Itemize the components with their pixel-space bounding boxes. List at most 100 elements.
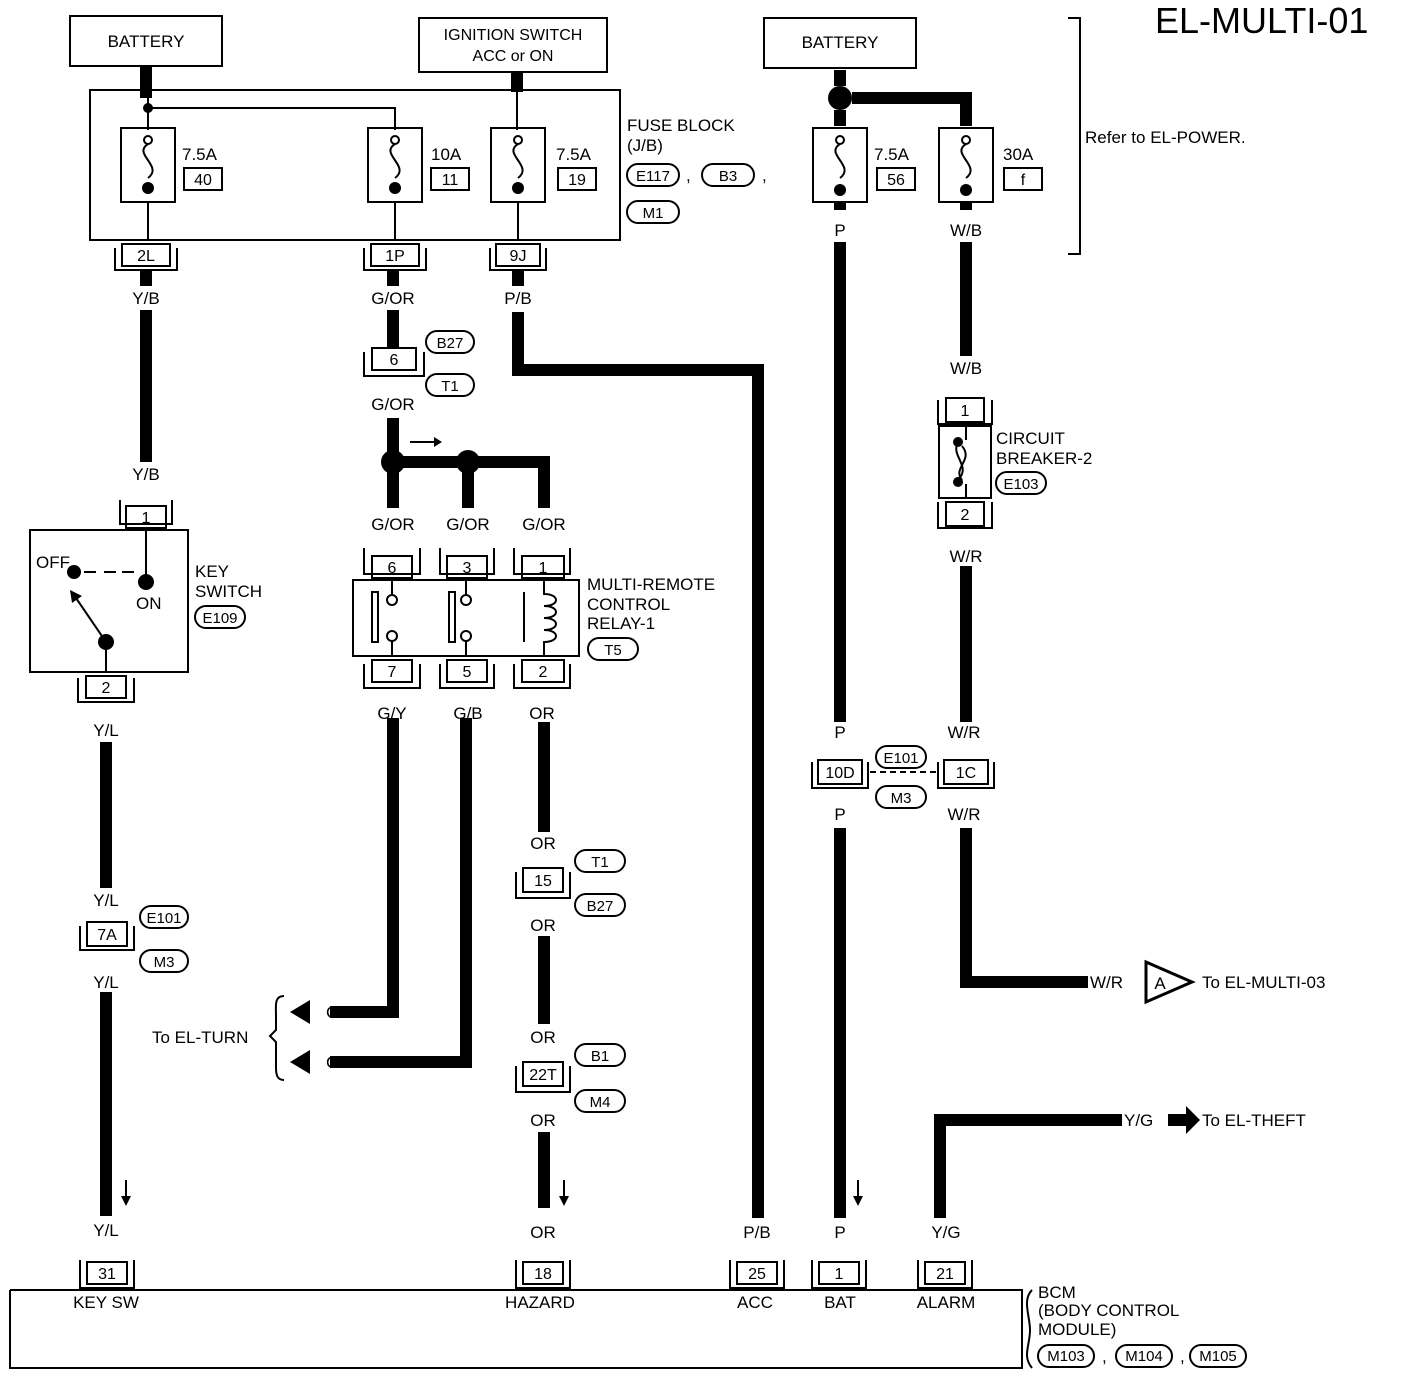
svg-text:7: 7	[388, 664, 397, 681]
svg-text:3: 3	[463, 560, 472, 577]
svg-text:P: P	[834, 805, 845, 824]
svg-text:W/R: W/R	[949, 547, 982, 566]
bcm-label-line2: (BODY CONTROL	[1038, 1301, 1179, 1320]
svg-text:1: 1	[142, 510, 151, 527]
circuit-breaker: 1 2 CIRCUIT BREAKER-2 E103	[937, 397, 1092, 529]
svg-text:,: ,	[1180, 1347, 1185, 1366]
svg-text:G/Y: G/Y	[326, 1003, 355, 1022]
bcm-terminal-1: 1 BAT	[811, 1260, 867, 1312]
svg-text:31: 31	[98, 1266, 116, 1283]
to-el-multi-03-label: To EL-MULTI-03	[1202, 973, 1325, 992]
svg-text:ACC: ACC	[737, 1293, 773, 1312]
battery-right-label: BATTERY	[802, 33, 879, 52]
svg-text:18: 18	[534, 1266, 552, 1283]
svg-text:1: 1	[961, 403, 970, 420]
svg-text:Y/L: Y/L	[93, 1221, 119, 1240]
svg-text:P: P	[834, 221, 845, 240]
bcm-terminal-25: 25 ACC	[729, 1260, 785, 1312]
svg-text:1P: 1P	[385, 248, 405, 265]
ignition-switch-box: IGNITION SWITCH ACC or ON	[418, 17, 608, 73]
relay-label-line2: CONTROL	[587, 595, 670, 614]
battery-left-box: BATTERY	[69, 15, 223, 67]
svg-text:Y/L: Y/L	[93, 973, 119, 992]
battery-right-box: BATTERY	[763, 17, 917, 69]
svg-text:B27: B27	[587, 898, 614, 915]
svg-text:E101: E101	[883, 750, 918, 767]
svg-text:BAT: BAT	[824, 1293, 856, 1312]
wires	[100, 70, 1122, 1218]
sep-1: ,	[686, 166, 691, 185]
svg-text:15: 15	[534, 873, 552, 890]
fuse-19-rating: 7.5A	[556, 145, 592, 164]
arrow-g-y-icon	[290, 1000, 310, 1024]
svg-text:22T: 22T	[529, 1067, 557, 1084]
fuse-40-number: 40	[194, 172, 212, 189]
fuse-block-label-line1: FUSE BLOCK	[627, 116, 735, 135]
svg-text:Y/G: Y/G	[931, 1223, 960, 1242]
fuse-19-number: 19	[568, 172, 586, 189]
fuse-19: 7.5A 19	[490, 127, 597, 240]
junction-dot-1	[381, 450, 405, 474]
svg-text:M103: M103	[1047, 1348, 1085, 1365]
multi-remote-control-relay: 6 3 1 7 5 2 MULTI-REMOTE CONTROL RELAY-1	[352, 548, 715, 689]
svg-text:T1: T1	[591, 854, 609, 871]
to-el-multi-03: A To EL-MULTI-03	[1144, 959, 1325, 1005]
svg-text:P: P	[834, 723, 845, 742]
svg-text:G/B: G/B	[326, 1053, 355, 1072]
fuse-bus-junction	[143, 103, 153, 113]
bcm-module: 31 KEY SW 18 HAZARD 25 ACC 1 BAT 21 ALAR…	[9, 1260, 1247, 1369]
svg-text:30A: 30A	[1003, 145, 1034, 164]
svg-text:E103: E103	[1003, 476, 1038, 493]
svg-text:f: f	[1021, 172, 1026, 189]
bcm-label-line3: MODULE)	[1038, 1320, 1116, 1339]
svg-text:P/B: P/B	[743, 1223, 770, 1242]
svg-text:G/OR: G/OR	[371, 289, 414, 308]
svg-text:E109: E109	[202, 610, 237, 627]
key-switch-label-line2: SWITCH	[195, 582, 262, 601]
svg-text:A: A	[1154, 974, 1166, 993]
key-switch-on: ON	[136, 594, 162, 613]
svg-text:P: P	[834, 1223, 845, 1242]
conn-e117: E117	[636, 168, 670, 185]
fuse-40-rating: 7.5A	[182, 145, 218, 164]
bcm-terminal-21: 21 ALARM	[917, 1260, 975, 1312]
svg-text:Y/B: Y/B	[132, 289, 159, 308]
svg-text:G/OR: G/OR	[371, 515, 414, 534]
svg-text:KEY SW: KEY SW	[73, 1293, 139, 1312]
svg-text:W/R: W/R	[1090, 973, 1123, 992]
wire-labels: Y/B G/OR P/B Y/B G/OR G/OR G/OR G/OR G/Y…	[93, 221, 1153, 1242]
svg-text:P/B: P/B	[504, 289, 531, 308]
battery-left-label: BATTERY	[108, 32, 185, 51]
to-el-turn-label: To EL-TURN	[152, 1028, 248, 1047]
svg-text:1C: 1C	[956, 765, 976, 782]
bcm-terminal-18: 18 HAZARD	[505, 1260, 575, 1312]
refer-note: Refer to EL-POWER.	[1085, 128, 1246, 147]
svg-text:,: ,	[1102, 1347, 1107, 1366]
connector-22t: 22T B1 M4	[515, 1043, 626, 1113]
circuit-breaker-label-line2: BREAKER-2	[996, 449, 1092, 468]
arrow-g-b-icon	[290, 1050, 310, 1074]
terminal-2l: 2L	[114, 243, 178, 271]
svg-text:G/OR: G/OR	[522, 515, 565, 534]
terminal-9j: 9J	[489, 243, 547, 271]
arrow-theft-icon	[1168, 1106, 1200, 1134]
fuse-block-label-line2: (J/B)	[627, 136, 663, 155]
svg-text:OR: OR	[530, 916, 556, 935]
fuse-11-rating: 10A	[431, 145, 462, 164]
bcm-label-line1: BCM	[1038, 1283, 1076, 1302]
svg-text:W/B: W/B	[950, 221, 982, 240]
svg-text:OR: OR	[530, 1028, 556, 1047]
svg-text:Y/L: Y/L	[93, 891, 119, 910]
svg-text:E101: E101	[146, 910, 181, 927]
refer-bracket	[1068, 17, 1081, 255]
connector-6-b27-t1: 6 B27 T1	[363, 330, 475, 397]
svg-text:M105: M105	[1199, 1348, 1237, 1365]
connector-10d-1c: 10D 1C E101 M3	[811, 745, 995, 809]
svg-text:G/B: G/B	[453, 704, 482, 723]
key-switch: 1 OFF ON 2 KEY SWITCH E109	[29, 500, 262, 703]
svg-text:Y/G: Y/G	[1124, 1111, 1153, 1130]
svg-text:B1: B1	[591, 1048, 609, 1065]
svg-text:OR: OR	[530, 1223, 556, 1242]
